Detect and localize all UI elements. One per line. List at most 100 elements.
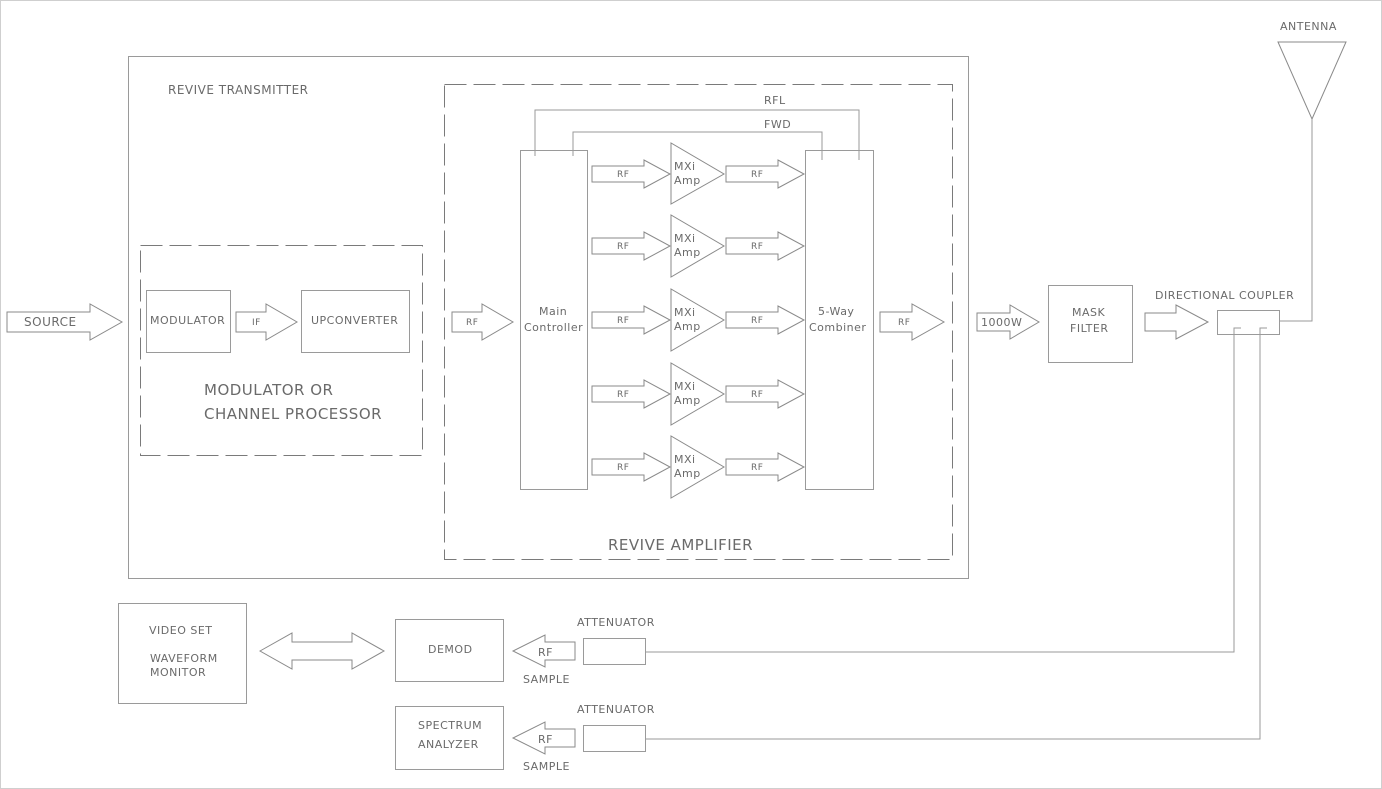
amplifier-triangle bbox=[670, 362, 725, 426]
amplifier-row-5: RF MXi Amp RF bbox=[591, 435, 806, 499]
sample-line-2 bbox=[646, 335, 1261, 740]
amplifier-triangle bbox=[670, 288, 725, 352]
mask-filter-label-2: FILTER bbox=[1070, 322, 1109, 335]
attenuator-box-1 bbox=[583, 638, 646, 665]
amp-label-1: MXi bbox=[674, 453, 696, 466]
bidirectional-arrow bbox=[258, 632, 386, 670]
rf-arrow-out bbox=[725, 452, 806, 482]
sample-label-2: SAMPLE bbox=[523, 760, 570, 773]
amplifier-triangle bbox=[670, 142, 726, 205]
amplifier-row-3: RF MXi Amp RF bbox=[591, 288, 806, 352]
modulator-box bbox=[146, 290, 231, 353]
rf-arrow-in bbox=[591, 379, 672, 409]
coupler-input-arrow bbox=[1144, 304, 1210, 340]
spectrum-label-1: SPECTRUM bbox=[418, 719, 482, 732]
modulator-label: MODULATOR bbox=[150, 314, 225, 327]
rf-out-label: RF bbox=[751, 242, 763, 252]
amp-label-1: MXi bbox=[674, 306, 696, 319]
amp-label-2: Amp bbox=[674, 246, 701, 259]
rf-sample-arrow-1 bbox=[511, 634, 576, 668]
attenuator-label-2: ATTENUATOR bbox=[577, 703, 655, 716]
rfl-label: RFL bbox=[764, 94, 786, 107]
rf-output-label: RF bbox=[898, 318, 910, 328]
rf-in-label: RF bbox=[617, 390, 629, 400]
rf-sample-arrow-2 bbox=[511, 721, 576, 755]
sample-line-1 bbox=[646, 335, 1235, 653]
rf-input-label: RF bbox=[466, 318, 478, 328]
source-label: SOURCE bbox=[24, 315, 77, 329]
rf-output-arrow bbox=[879, 303, 946, 341]
power-arrow bbox=[976, 304, 1040, 340]
amp-label-2: Amp bbox=[674, 467, 701, 480]
amp-label-1: MXi bbox=[674, 160, 696, 173]
spectrum-analyzer-box bbox=[395, 706, 504, 770]
source-arrow bbox=[6, 303, 124, 341]
rf-arrow-out bbox=[725, 305, 806, 335]
main-controller-label-1: Main bbox=[539, 305, 567, 318]
demod-box bbox=[395, 619, 504, 682]
rf-arrow-in bbox=[591, 159, 672, 189]
rf-out-label: RF bbox=[751, 390, 763, 400]
amp-label-1: MXi bbox=[674, 232, 696, 245]
rf-arrow-out bbox=[725, 159, 806, 189]
modulator-group-label-2: CHANNEL PROCESSOR bbox=[204, 405, 382, 423]
rf-in-label: RF bbox=[617, 242, 629, 252]
rf-arrow-out bbox=[725, 231, 806, 261]
transmitter-label: REVIVE TRANSMITTER bbox=[168, 83, 309, 97]
rf-out-label: RF bbox=[751, 463, 763, 473]
amplifier-row-4: RF MXi Amp RF bbox=[591, 362, 806, 426]
combiner-label-1: 5-Way bbox=[818, 305, 854, 318]
amp-label-2: Amp bbox=[674, 394, 701, 407]
amplifier-row-1: RF MXi Amp RF bbox=[591, 142, 806, 205]
rf-in-label: RF bbox=[617, 463, 629, 473]
fwd-line bbox=[572, 131, 823, 160]
rf-arrow-in bbox=[591, 452, 672, 482]
rf-sample-label-2: RF bbox=[538, 733, 553, 746]
upconverter-box bbox=[301, 290, 410, 353]
coupler-port-1 bbox=[1233, 327, 1241, 335]
if-arrow bbox=[235, 303, 298, 341]
amplifier-triangle bbox=[670, 214, 725, 278]
fwd-label: FWD bbox=[764, 118, 791, 131]
rf-arrow-out bbox=[725, 379, 806, 409]
amp-label-2: Amp bbox=[674, 320, 701, 333]
spectrum-label-2: ANALYZER bbox=[418, 738, 479, 751]
amplifier-label: REVIVE AMPLIFIER bbox=[608, 536, 753, 554]
antenna-label: ANTENNA bbox=[1280, 20, 1337, 33]
main-controller-box bbox=[520, 150, 588, 490]
rf-out-label: RF bbox=[751, 170, 763, 180]
rf-in-label: RF bbox=[617, 170, 629, 180]
upconverter-label: UPCONVERTER bbox=[311, 314, 398, 327]
combiner-label-2: Combiner bbox=[809, 321, 866, 334]
amp-label-1: MXi bbox=[674, 380, 696, 393]
mask-filter-label-1: MASK bbox=[1072, 306, 1105, 319]
video-set-label: VIDEO SET bbox=[149, 624, 213, 637]
attenuator-label-1: ATTENUATOR bbox=[577, 616, 655, 629]
modulator-group-frame bbox=[140, 245, 423, 456]
antenna-icon bbox=[1277, 41, 1347, 121]
sample-label-1: SAMPLE bbox=[523, 673, 570, 686]
coupler-port-2 bbox=[1259, 327, 1267, 335]
amplifier-triangle bbox=[670, 435, 725, 499]
mask-filter-box bbox=[1048, 285, 1133, 363]
rfl-line bbox=[534, 109, 860, 160]
combiner-box bbox=[805, 150, 874, 490]
amplifier-row-2: RF MXi Amp RF bbox=[591, 214, 806, 278]
rf-out-label: RF bbox=[751, 316, 763, 326]
main-controller-label-2: Controller bbox=[524, 321, 583, 334]
rf-arrow-in bbox=[591, 231, 672, 261]
if-label: IF bbox=[252, 318, 261, 328]
directional-coupler-box bbox=[1217, 310, 1280, 335]
power-label: 1000W bbox=[981, 316, 1022, 329]
waveform-label-1: WAVEFORM bbox=[150, 652, 218, 665]
video-set-box bbox=[118, 603, 247, 704]
rf-input-arrow bbox=[451, 303, 514, 341]
amplifier-group-frame bbox=[444, 84, 953, 560]
demod-label: DEMOD bbox=[428, 643, 473, 656]
waveform-label-2: MONITOR bbox=[150, 666, 206, 679]
amp-label-2: Amp bbox=[674, 174, 701, 187]
modulator-group-label-1: MODULATOR OR bbox=[204, 381, 333, 399]
rf-arrow-in bbox=[591, 305, 672, 335]
rf-sample-label-1: RF bbox=[538, 646, 553, 659]
